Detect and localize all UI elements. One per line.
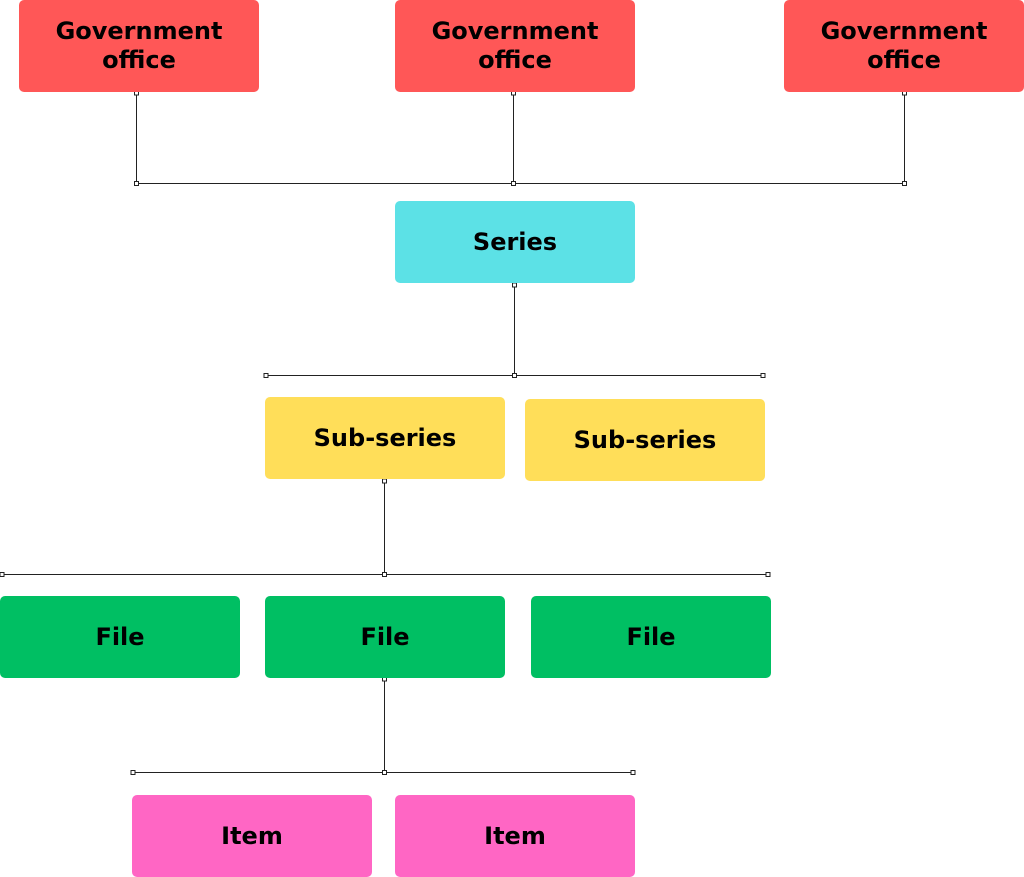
government-office-node: Government office xyxy=(784,0,1024,92)
connector-handle xyxy=(512,373,517,378)
series-label: Series xyxy=(472,227,558,256)
item-label: Item xyxy=(221,821,283,850)
connector-handle xyxy=(902,181,907,186)
file-node: File xyxy=(265,596,505,678)
connector-handle xyxy=(512,282,517,288)
file-label: File xyxy=(360,622,410,651)
connector-handle xyxy=(382,478,387,484)
connector-handle xyxy=(382,770,387,775)
government-office-label: Government office xyxy=(431,17,599,74)
government-office-label: Government office xyxy=(55,17,223,74)
connector-handle xyxy=(263,373,269,378)
item-node: Item xyxy=(132,795,372,877)
file-label: File xyxy=(95,622,145,651)
connector-handle xyxy=(765,572,771,577)
connector-handle xyxy=(0,572,5,577)
connector-handle xyxy=(382,572,387,577)
government-office-node: Government office xyxy=(19,0,259,92)
item-node: Item xyxy=(395,795,635,877)
file-label: File xyxy=(626,622,676,651)
connector-handle xyxy=(630,770,636,775)
connector-handle xyxy=(760,373,766,378)
sub-series-node: Sub-series xyxy=(265,397,505,479)
connector-handle xyxy=(130,770,136,775)
connector-handle xyxy=(134,181,139,186)
sub-series-label: Sub-series xyxy=(313,423,457,452)
connector-handle xyxy=(511,181,516,186)
government-office-label: Government office xyxy=(820,17,988,74)
file-node: File xyxy=(0,596,240,678)
sub-series-node: Sub-series xyxy=(525,399,765,481)
item-label: Item xyxy=(484,821,546,850)
series-node: Series xyxy=(395,201,635,283)
file-node: File xyxy=(531,596,771,678)
sub-series-label: Sub-series xyxy=(573,425,717,454)
government-office-node: Government office xyxy=(395,0,635,92)
